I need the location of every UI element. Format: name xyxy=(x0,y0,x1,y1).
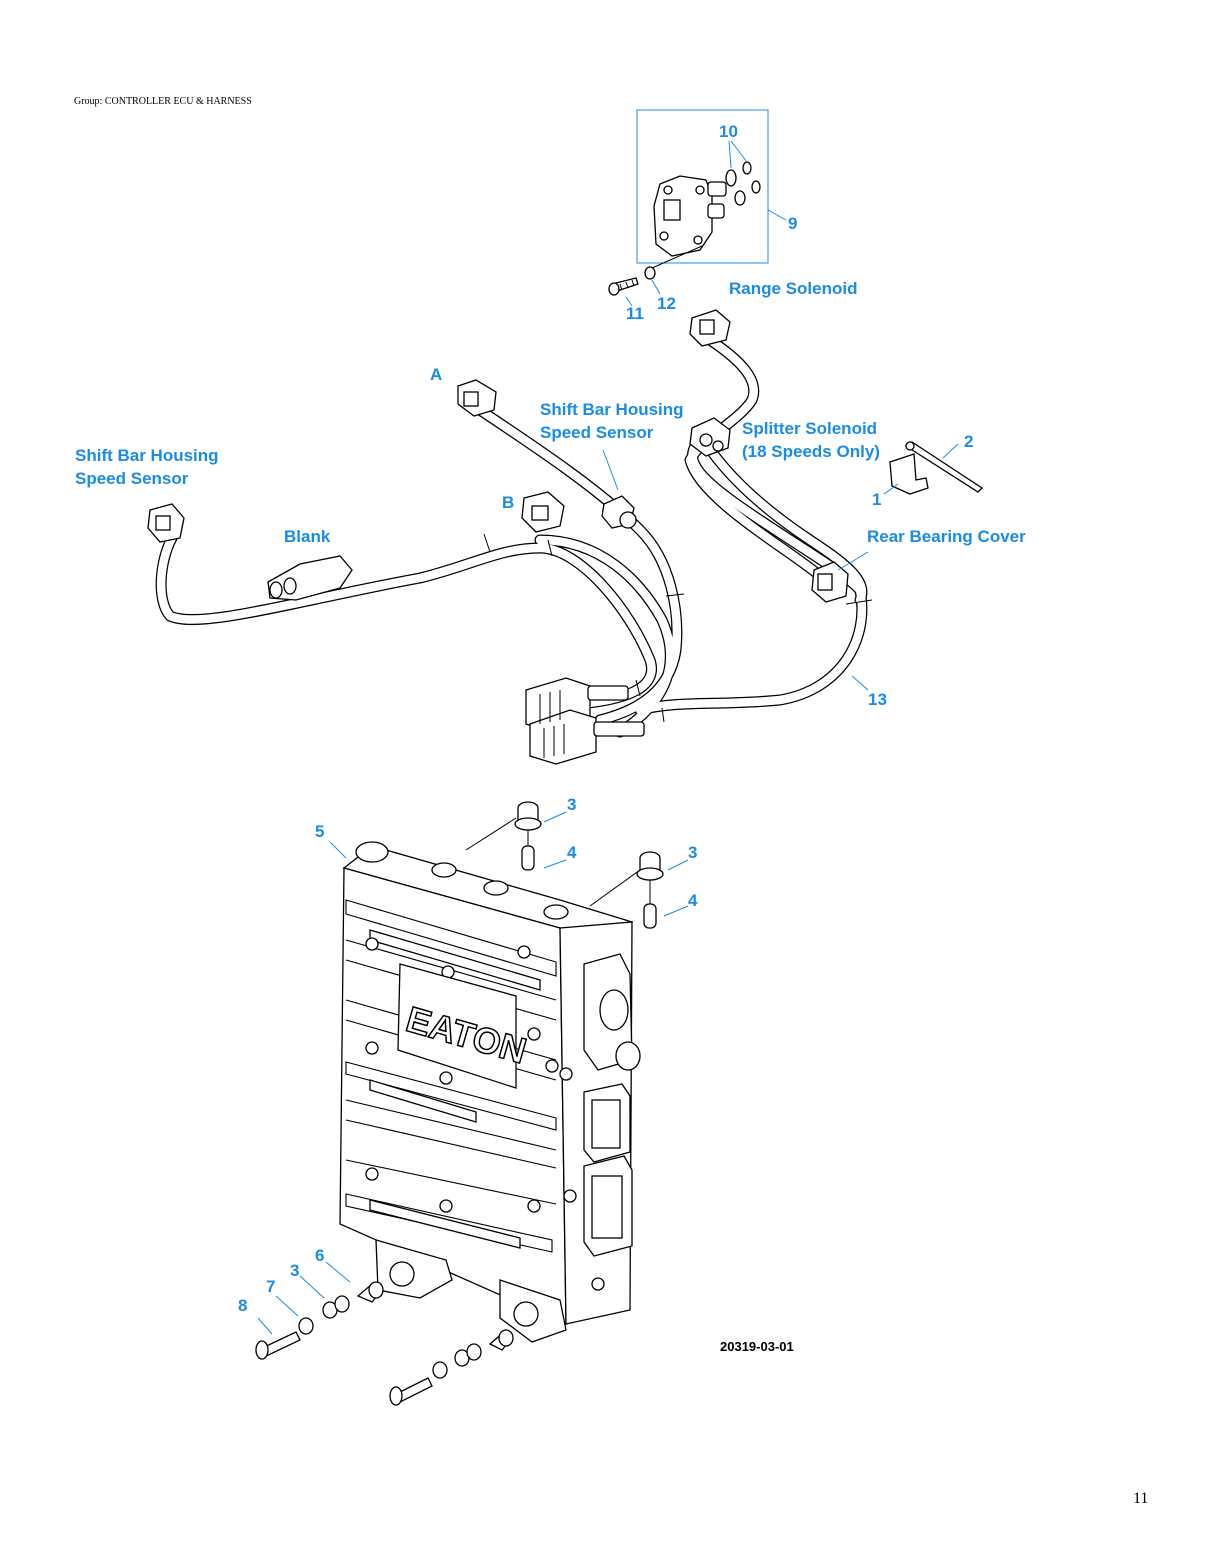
callout-3-right: 3 xyxy=(688,843,697,862)
ecu-top-isolators xyxy=(465,801,664,929)
callout-3-top: 3 xyxy=(567,795,576,814)
figure-id: 20319-03-01 xyxy=(720,1339,794,1354)
callout-2: 2 xyxy=(964,432,973,451)
clip-and-cable-tie xyxy=(883,441,984,495)
ecu-controller: EATON xyxy=(339,841,641,1343)
callout-1: 1 xyxy=(872,490,881,509)
label-range-solenoid: Range Solenoid xyxy=(729,279,857,298)
callout-3-bottom: 3 xyxy=(290,1261,299,1280)
label-connector-b: B xyxy=(502,493,514,512)
range-solenoid-detail xyxy=(636,109,787,269)
callout-4-top: 4 xyxy=(567,843,577,862)
screw-and-washer xyxy=(608,266,661,307)
callout-10: 10 xyxy=(719,122,738,141)
callout-5: 5 xyxy=(315,822,324,841)
label-connector-a: A xyxy=(430,365,442,384)
harness-plugs xyxy=(147,309,849,603)
washer xyxy=(644,266,656,280)
label-speed-sensor-left: Speed Sensor xyxy=(75,469,189,488)
callout-4-right: 4 xyxy=(688,891,698,910)
clip xyxy=(889,453,929,495)
o-ring xyxy=(725,169,737,187)
ecu-mounting-hardware xyxy=(255,1261,514,1406)
group-header: Group: CONTROLLER ECU & HARNESS xyxy=(74,96,252,107)
callout-9: 9 xyxy=(788,214,797,233)
callout-7: 7 xyxy=(266,1277,275,1296)
callout-12: 12 xyxy=(657,294,676,313)
detail-frame xyxy=(636,109,769,264)
ecu-harness-connectors xyxy=(525,677,645,765)
label-blank: Blank xyxy=(284,527,331,546)
eaton-logo-panel xyxy=(397,963,517,1089)
wire-harness xyxy=(155,334,873,738)
solenoid-tab xyxy=(663,199,681,221)
page-number: 11 xyxy=(1133,1490,1149,1507)
callout-11: 11 xyxy=(626,304,644,323)
label-splitter-solenoid: Splitter Solenoid xyxy=(742,419,877,438)
label-splitter-note: (18 Speeds Only) xyxy=(742,442,880,461)
callout-6: 6 xyxy=(315,1246,324,1265)
label-speed-sensor-right: Speed Sensor xyxy=(540,423,654,442)
label-rear-bearing-cover: Rear Bearing Cover xyxy=(867,527,1026,546)
label-shift-bar-housing-left: Shift Bar Housing xyxy=(75,446,219,465)
callout-13: 13 xyxy=(868,690,887,709)
label-shift-bar-housing-right: Shift Bar Housing xyxy=(540,400,684,419)
callout-8: 8 xyxy=(238,1296,247,1315)
leader-lines xyxy=(329,449,869,917)
